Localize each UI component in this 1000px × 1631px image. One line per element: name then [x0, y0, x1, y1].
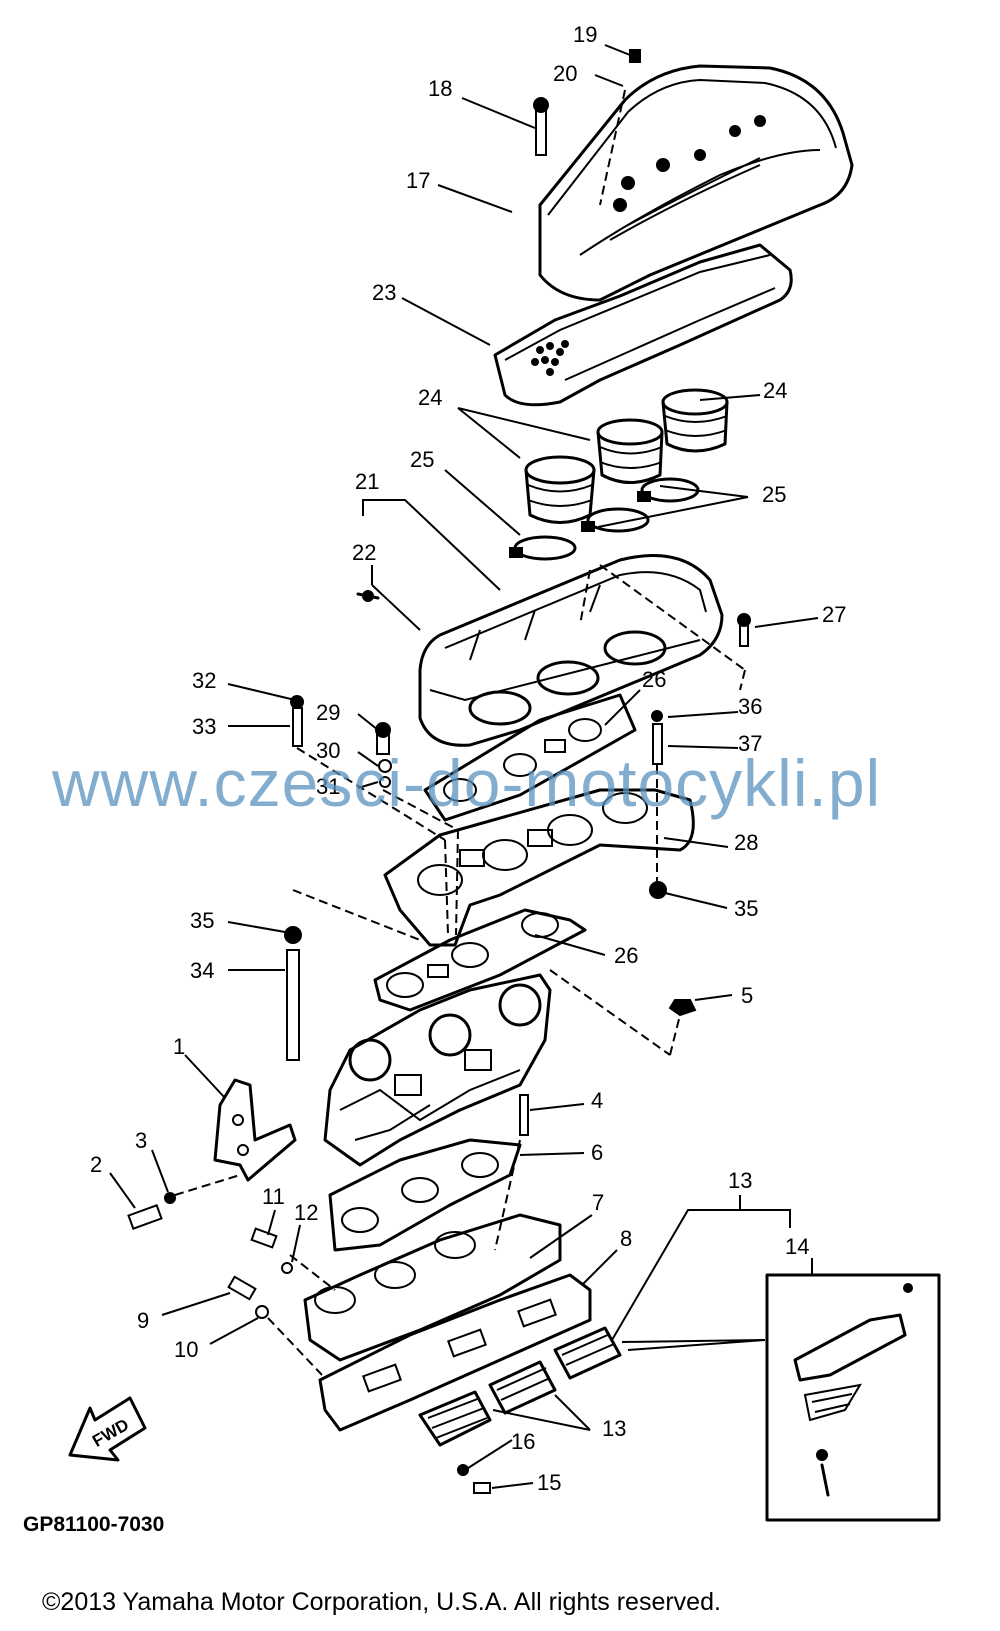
callout-18: 18 — [428, 76, 452, 101]
hardware — [127, 49, 751, 1494]
callout-35-right: 35 — [734, 896, 758, 921]
copyright-notice: ©2013 Yamaha Motor Corporation, U.S.A. A… — [42, 1588, 721, 1616]
callout-19: 19 — [573, 22, 597, 47]
callout-29: 29 — [316, 700, 340, 725]
callout-labels: 19 20 18 17 23 24 24 25 21 25 22 27 32 2… — [90, 22, 846, 1495]
callout-37: 37 — [738, 731, 762, 756]
gasket-holes — [531, 340, 569, 376]
callout-27: 27 — [822, 602, 846, 627]
callout-23: 23 — [372, 280, 396, 305]
callout-9: 9 — [137, 1308, 149, 1333]
reference-code: GP81100-7030 — [23, 1513, 164, 1536]
callout-36: 36 — [738, 694, 762, 719]
callout-8: 8 — [620, 1226, 632, 1251]
callout-31: 31 — [316, 774, 340, 799]
callout-26-lower: 26 — [614, 943, 638, 968]
callout-21: 21 — [355, 469, 379, 494]
leader-lines — [109, 44, 819, 1489]
callout-13-bottom: 13 — [602, 1416, 626, 1441]
callout-12: 12 — [294, 1200, 318, 1225]
callout-33: 33 — [192, 714, 216, 739]
callout-32: 32 — [192, 668, 216, 693]
callout-26-upper: 26 — [642, 667, 666, 692]
carburetor-assembly — [323, 973, 552, 1167]
reed-valves — [418, 1326, 622, 1447]
callout-24-right: 24 — [763, 378, 787, 403]
air-filter-cover — [538, 64, 854, 302]
forward-direction-arrow: FWD — [68, 1396, 147, 1462]
alignment-lines — [174, 89, 746, 1376]
callout-35-left: 35 — [190, 908, 214, 933]
callout-7: 7 — [592, 1190, 604, 1215]
bracket — [213, 1078, 297, 1182]
callout-4: 4 — [591, 1088, 603, 1113]
callout-34: 34 — [190, 958, 214, 983]
cover-gasket — [493, 243, 793, 407]
callout-6: 6 — [591, 1140, 603, 1165]
upper-gasket — [423, 693, 637, 822]
lower-gasket — [373, 908, 587, 1012]
air-box-case — [418, 554, 724, 747]
callout-13-top: 13 — [728, 1168, 752, 1193]
callout-1: 1 — [173, 1034, 185, 1059]
callout-10: 10 — [174, 1337, 198, 1362]
callout-16: 16 — [511, 1429, 535, 1454]
callout-30: 30 — [316, 738, 340, 763]
intake-funnels — [524, 388, 729, 524]
callout-17: 17 — [406, 168, 430, 193]
callout-28: 28 — [734, 830, 758, 855]
callout-3: 3 — [135, 1128, 147, 1153]
intake-manifold — [303, 1213, 562, 1362]
callout-14: 14 — [785, 1234, 809, 1259]
callout-5: 5 — [741, 983, 753, 1008]
callout-25-right: 25 — [762, 482, 786, 507]
manifold-gasket — [328, 1138, 522, 1252]
callout-24-left: 24 — [418, 385, 442, 410]
callout-20: 20 — [553, 61, 577, 86]
reed-valve-kit — [765, 1273, 941, 1522]
callout-22: 22 — [352, 540, 376, 565]
callout-15: 15 — [537, 1470, 561, 1495]
callout-11: 11 — [262, 1184, 285, 1209]
watermark: www.czesci-do-motocykli.pl — [51, 746, 881, 820]
callout-25-left: 25 — [410, 447, 434, 472]
callout-2: 2 — [90, 1152, 102, 1177]
reed-valve-plate — [318, 1273, 592, 1432]
